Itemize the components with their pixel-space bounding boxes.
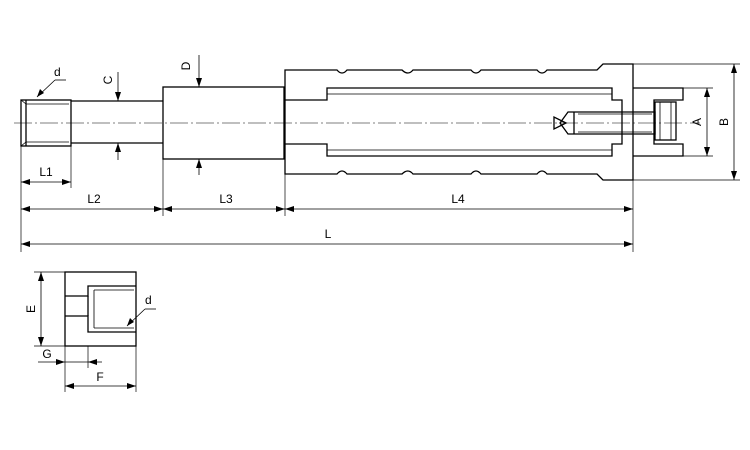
dim-e: E bbox=[24, 271, 65, 347]
dim-g: G bbox=[38, 346, 102, 392]
dim-d: D bbox=[179, 55, 202, 175]
dim-l1: L1 bbox=[21, 165, 71, 185]
dim-d-nut-leader: d bbox=[126, 293, 156, 327]
label-a: A bbox=[690, 118, 704, 126]
label-l4: L4 bbox=[451, 192, 465, 206]
label-l1: L1 bbox=[39, 165, 53, 179]
end-key bbox=[633, 87, 684, 157]
label-g: G bbox=[42, 347, 51, 361]
set-screw bbox=[553, 111, 656, 135]
label-b: B bbox=[717, 118, 731, 126]
dim-a: A bbox=[683, 87, 713, 157]
label-l: L bbox=[325, 227, 332, 241]
shank bbox=[71, 100, 163, 144]
dim-l2: L2 bbox=[21, 192, 163, 212]
label-e: E bbox=[24, 305, 38, 313]
dim-f: F bbox=[65, 346, 137, 392]
dim-l3: L3 bbox=[163, 192, 285, 212]
label-l2: L2 bbox=[87, 192, 101, 206]
dim-l: L bbox=[21, 227, 633, 247]
label-c: C bbox=[101, 75, 115, 84]
dim-d-leader: d bbox=[36, 65, 66, 98]
body bbox=[284, 63, 634, 181]
nut-detail: E d G F bbox=[24, 271, 156, 392]
dim-c: C bbox=[101, 72, 121, 160]
dim-b: B bbox=[633, 63, 740, 181]
dim-l4: L4 bbox=[285, 192, 633, 212]
label-d: d bbox=[54, 65, 61, 79]
label-l3: L3 bbox=[219, 192, 233, 206]
label-d-nut: d bbox=[145, 293, 152, 307]
main-tool bbox=[14, 63, 700, 181]
dimensions-main: d C D A bbox=[20, 55, 740, 252]
label-d-upper: D bbox=[179, 61, 193, 70]
label-f: F bbox=[96, 370, 103, 384]
